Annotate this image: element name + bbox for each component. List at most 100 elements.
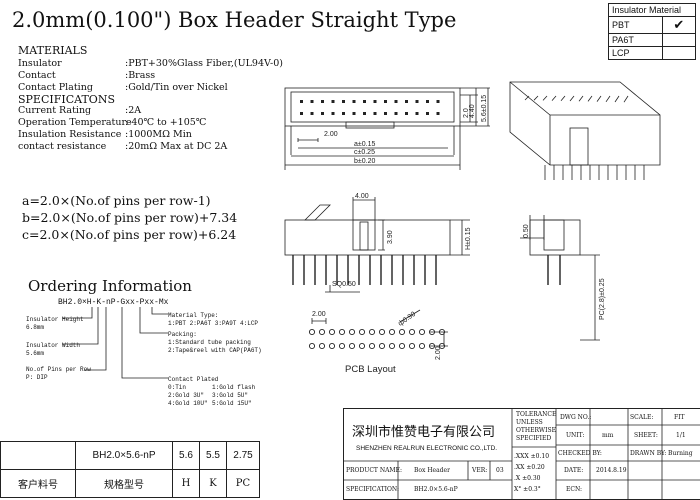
pin-hole xyxy=(310,112,314,115)
pin-hole xyxy=(373,112,377,115)
specification-value: BH2.0×5.6-nP xyxy=(414,486,458,493)
pin-hole xyxy=(394,100,398,103)
scale-label: SCALE: xyxy=(630,414,654,421)
pins-per-row-value: P: DIP xyxy=(26,374,48,381)
leader-line xyxy=(139,307,168,334)
pcb-hole xyxy=(328,328,336,336)
dim-line xyxy=(460,87,490,127)
pcb-hole xyxy=(308,328,316,336)
pin-hole xyxy=(405,100,408,103)
pin-hole xyxy=(363,112,366,115)
dim-label: 3.90 xyxy=(387,230,394,244)
pcb-hole xyxy=(318,342,326,350)
pin-hole xyxy=(426,100,429,103)
customer-part-header: 客户料号 xyxy=(0,469,76,498)
material-type-value: 1:PBT 2:PA6T 3:PA9T 4:LCP xyxy=(168,320,259,327)
sheet-label: SHEET: xyxy=(634,432,658,439)
dim-line xyxy=(450,219,470,256)
dim-label: a±0.15 xyxy=(354,141,375,148)
code-cell xyxy=(0,441,76,470)
plating-option: 0:Tin xyxy=(168,384,187,391)
date-value: 2014.8.19 xyxy=(596,467,627,474)
pin-hole xyxy=(331,100,335,103)
plating-option: 4:Gold 10U" xyxy=(168,400,208,407)
packing-label: Packing: xyxy=(168,331,197,338)
pcb-hole xyxy=(358,342,366,350)
pcb-hole xyxy=(308,342,316,350)
pin-hole xyxy=(405,112,408,115)
iso-pin xyxy=(533,95,539,101)
top-view-pins xyxy=(300,100,440,115)
title-block: 深圳市惟赞电子有限公司 SHENZHEN REALRUN ELECTRONIC … xyxy=(343,408,700,500)
sheet-value: 1/1 xyxy=(676,432,686,439)
h-value: 5.6 xyxy=(172,441,200,470)
pcb-layout-label: PCB Layout xyxy=(345,364,396,375)
spec-value: :1000MΩ Min xyxy=(125,129,192,140)
pcb-hole xyxy=(398,342,406,350)
dim-label: 2.0 xyxy=(463,108,470,118)
dim-line xyxy=(378,219,385,251)
dim-label: 0.50 xyxy=(523,224,530,238)
dim-label: H±0.15 xyxy=(465,227,472,250)
pcb-hole xyxy=(408,342,416,350)
leader-line xyxy=(62,307,93,319)
leader-line xyxy=(121,307,168,379)
side-pins xyxy=(292,255,437,285)
pcb-hole xyxy=(368,328,376,336)
ordering-code: BH2.0×H-K-nP-Gxx-Pxx-Mx xyxy=(58,298,169,307)
pcb-hole xyxy=(328,342,336,350)
tolerance-value: .XX ±0.20 xyxy=(514,464,545,471)
drawn-by-value: Burning xyxy=(668,450,693,457)
plating-option: 2:Gold 3U" xyxy=(168,392,205,399)
spec-label: Contact Plating xyxy=(18,82,93,93)
pin-hole xyxy=(373,100,377,103)
top-view-inner xyxy=(290,91,455,123)
end-view-pin xyxy=(547,255,561,285)
spec-label: contact resistance xyxy=(18,141,107,152)
pin-hole xyxy=(321,112,324,115)
dim-line xyxy=(285,147,460,166)
tolerance-value: .XXX ±0.10 xyxy=(514,453,550,460)
dim-label: b±0.20 xyxy=(354,158,375,165)
spec-value: :PBT+30%Glass Fiber,(UL94V-0) xyxy=(125,58,283,69)
dwg-no-label: DWG NO.: xyxy=(560,414,592,421)
specification-label: SPECIFICATION: xyxy=(346,486,399,493)
insulator-material-table: Insulator Material PBT✔ PA6T LCP xyxy=(608,3,697,60)
side-view-latch xyxy=(304,204,331,221)
dim-line xyxy=(520,215,545,240)
pin-hole xyxy=(436,112,440,115)
material-lcp: LCP xyxy=(608,46,663,60)
pin-hole xyxy=(415,112,419,115)
pcb-hole xyxy=(348,328,356,336)
k-header: K xyxy=(199,469,227,498)
spec-value: :2A xyxy=(125,105,142,116)
top-view-key xyxy=(345,121,395,129)
pcb-hole xyxy=(418,342,426,350)
formula-a: a=2.0×(No.of pins per row-1) xyxy=(22,193,211,208)
pcb-hole xyxy=(418,328,426,336)
spec-label: Contact xyxy=(18,70,56,81)
pcb-hole xyxy=(388,342,396,350)
material-type-label: Material Type: xyxy=(168,312,219,319)
dim-label: 2.00 xyxy=(435,346,442,360)
dim-line xyxy=(430,331,448,347)
spec-model-header: 规格型号 xyxy=(75,469,173,498)
pcb-hole xyxy=(348,342,356,350)
iso-pin xyxy=(551,95,557,101)
formula-b: b=2.0×(No.of pins per row)+7.34 xyxy=(22,210,238,225)
dim-line xyxy=(352,197,376,220)
pcb-hole xyxy=(388,328,396,336)
iso-pin xyxy=(605,95,611,103)
iso-pin xyxy=(623,95,629,103)
iso-pin xyxy=(569,95,575,102)
spec-value: :20mΩ Max at DC 2A xyxy=(125,141,228,152)
checked-by-label: CHECKED BY: xyxy=(558,450,602,457)
pin-hole xyxy=(352,100,356,103)
unit-label: UNIT: xyxy=(566,432,585,439)
plating-option: 3:Gold 5U" xyxy=(212,392,249,399)
spec-label: Current Rating xyxy=(18,105,92,116)
pin-hole xyxy=(363,100,366,103)
pin-hole xyxy=(300,112,303,115)
pcb-hole xyxy=(358,328,366,336)
